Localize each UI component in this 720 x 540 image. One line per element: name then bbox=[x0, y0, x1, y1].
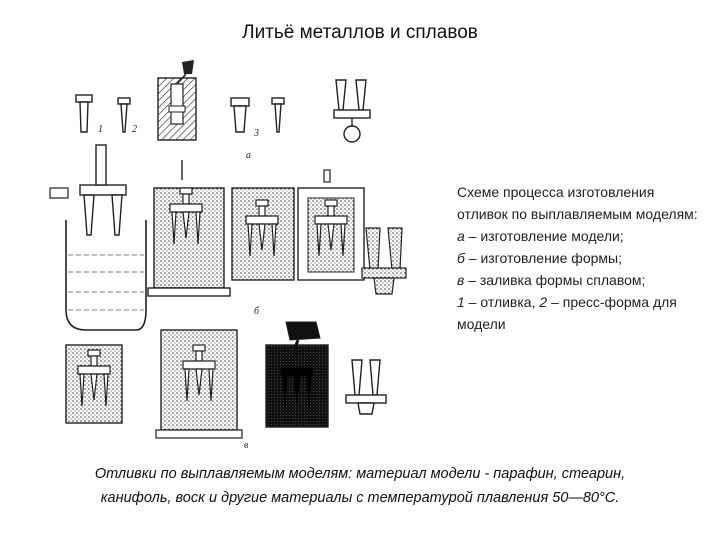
label-stage-a: а bbox=[246, 150, 251, 161]
stage-b-mold-making: б bbox=[49, 144, 407, 331]
mold-shell-1 bbox=[231, 187, 295, 281]
caption-text-v: – заливка формы сплавом; bbox=[464, 272, 646, 288]
label-part-3: 3 bbox=[253, 128, 259, 139]
pattern-part-1 bbox=[75, 94, 93, 133]
caption-text-a: – изготовление модели; bbox=[464, 228, 624, 244]
footer-line-2: канифоль, воск и другие материалы с темп… bbox=[100, 490, 620, 506]
label-part-2: 2 bbox=[132, 124, 137, 135]
mold-shell-2 bbox=[297, 169, 365, 281]
dipping-tank bbox=[49, 144, 147, 331]
caption-text-2: – пресс-форма для модели bbox=[457, 294, 677, 332]
caption-item-b: б – изготовление формы; bbox=[457, 247, 707, 269]
model-tree-assembled bbox=[333, 79, 371, 143]
ceramic-shell bbox=[361, 227, 407, 295]
figure-caption: Схеме процесса изготовления отливок по в… bbox=[457, 181, 707, 335]
caption-letter-a: а bbox=[457, 228, 465, 244]
caption-number-2: 2 bbox=[539, 294, 548, 310]
caption-text-1: – отливка, bbox=[464, 294, 540, 310]
label-stage-b: б bbox=[254, 306, 260, 317]
pattern-part-2 bbox=[117, 97, 131, 133]
page-title: Литьё металлов и сплавов bbox=[242, 22, 478, 43]
stage-a-model-making: 1 2 3 а bbox=[75, 60, 371, 161]
caption-text-b: – изготовление формы; bbox=[464, 250, 622, 266]
flask-2 bbox=[155, 329, 243, 439]
press-mold bbox=[157, 60, 197, 141]
caption-letter-v: в bbox=[457, 272, 465, 288]
stage-v-pouring: в bbox=[65, 321, 387, 450]
caption-item-numbers: 1 – отливка, 2 – пресс-форма для модели bbox=[457, 291, 707, 335]
flask-1 bbox=[65, 344, 123, 424]
flask-pouring bbox=[265, 321, 329, 428]
footer-line-1: Отливки по выплавляемым моделям: материа… bbox=[94, 466, 626, 482]
caption-item-a: а – изготовление модели; bbox=[457, 225, 707, 247]
finished-casting bbox=[345, 359, 387, 415]
process-diagram: 1 2 3 а bbox=[49, 60, 407, 450]
caption-intro: Схеме процесса изготовления отливок по в… bbox=[457, 184, 698, 222]
caption-item-v: в – заливка формы сплавом; bbox=[457, 269, 707, 291]
label-part-1: 1 bbox=[98, 124, 103, 135]
label-stage-v: в bbox=[244, 440, 249, 450]
caption-letter-b: б bbox=[457, 250, 465, 266]
footer-note: Отливки по выплавляемым моделям: материа… bbox=[40, 462, 680, 510]
pattern-part-3 bbox=[230, 97, 285, 133]
sand-box-coating bbox=[147, 160, 231, 297]
caption-number-1: 1 bbox=[457, 294, 465, 310]
